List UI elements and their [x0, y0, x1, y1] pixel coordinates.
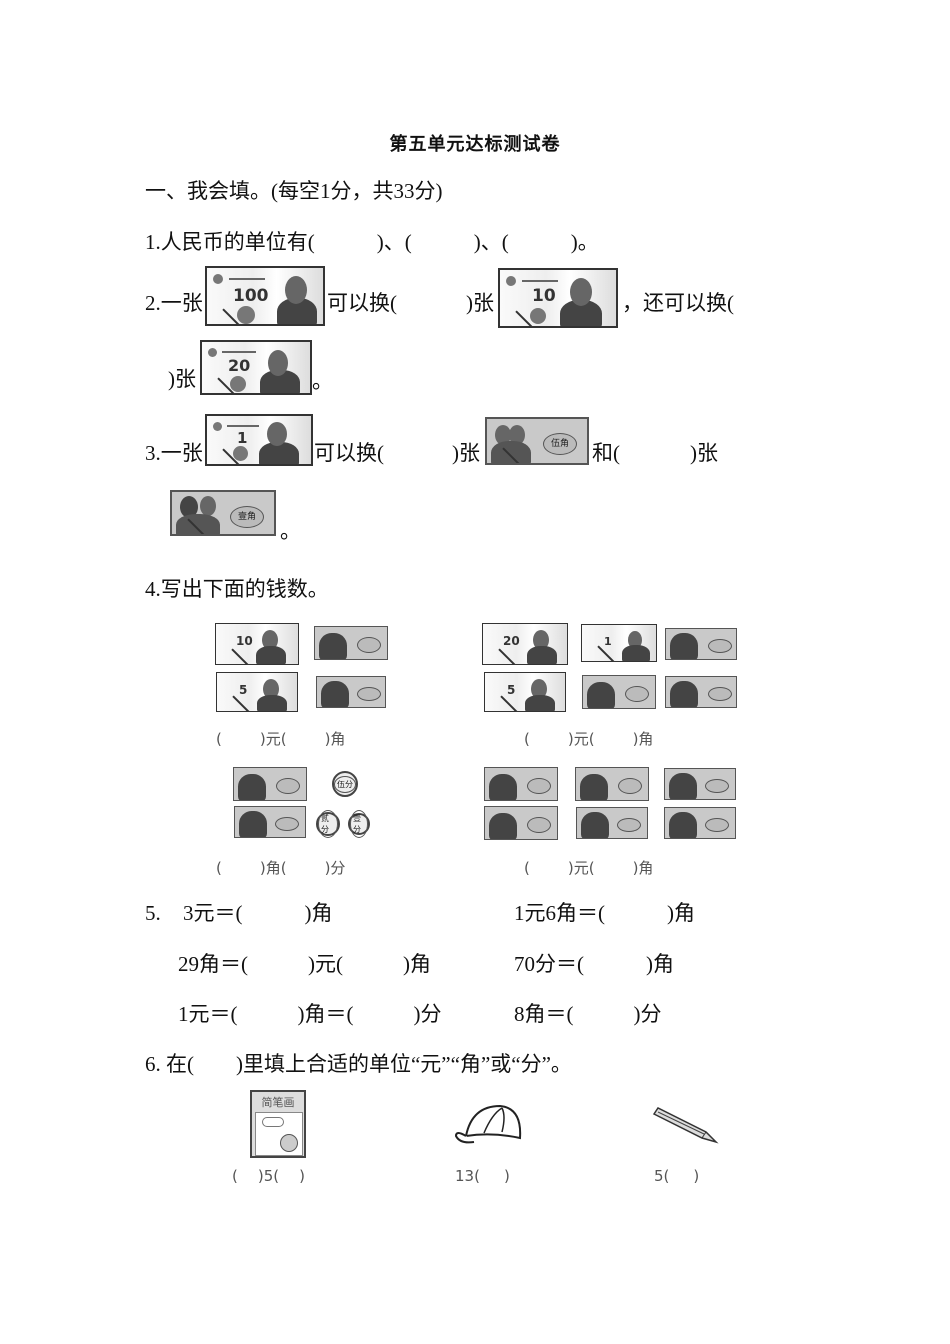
- q2-mid3: ，还可以换(: [622, 291, 734, 315]
- answer-blank[interactable]: [625, 440, 685, 466]
- q3-mid1: 可以换(: [314, 441, 384, 465]
- banknote-1-jiao-icon: 壹角: [170, 490, 276, 536]
- q4-title: 4.写出下面的钱数。: [145, 577, 329, 601]
- coin-5-fen-icon: 伍分: [332, 771, 358, 797]
- book-icon: 简笔画: [250, 1090, 306, 1158]
- banknote-20-yuan-icon: 20: [200, 340, 312, 395]
- q2-line2-prefix: )张: [168, 367, 196, 391]
- section-heading: 一、我会填。(每空1分，共33分): [145, 179, 443, 203]
- q1-sep: )、(: [376, 230, 412, 254]
- q3-mid4: )张: [690, 441, 718, 465]
- q2-mid1: 可以换(: [327, 291, 397, 315]
- banknote-5-yuan-icon: 5: [216, 672, 298, 712]
- answer-blank[interactable]: [400, 290, 465, 316]
- coin-1-fen-icon: 壹分: [348, 810, 370, 838]
- banknote-1-jiao-icon: [664, 807, 736, 839]
- banknote-5-jiao-icon: [575, 767, 649, 801]
- q5-item-5: 1元＝()角＝()分: [178, 1002, 442, 1026]
- q5-item-4: 70分＝()角: [514, 952, 674, 976]
- banknote-1-jiao-icon: [316, 676, 386, 708]
- q3-end: 。: [280, 519, 301, 543]
- q1-text: 1.人民币的单位有(: [145, 230, 315, 254]
- q6-text: 6. 在( )里填上合适的单位“元”“角”或“分”。: [145, 1052, 572, 1076]
- q3-prefix: 3.一张: [145, 441, 203, 465]
- q5-item-2: 1元6角＝()角: [514, 901, 695, 925]
- coin-2-fen-icon: 贰分: [316, 810, 340, 838]
- q5-item-1: 3元＝()角: [183, 901, 333, 925]
- q6-answer-book: ()5(): [232, 1167, 305, 1185]
- q1-sep: )、(: [473, 230, 509, 254]
- banknote-5-jiao-icon: [484, 806, 558, 840]
- q2-end: 。: [312, 369, 333, 393]
- banknote-5-jiao-icon: [233, 767, 307, 801]
- banknote-1-jiao-icon: [234, 806, 306, 838]
- banknote-10-yuan-icon: 10: [498, 268, 618, 328]
- q1-end: )。: [570, 230, 599, 254]
- banknote-1-jiao-icon: [576, 807, 648, 839]
- banknote-100-yuan-icon: 100: [205, 266, 325, 326]
- banknote-10-yuan-icon: 10: [215, 623, 299, 665]
- q6-answer-pencil: 5(): [654, 1167, 700, 1185]
- answer-blank[interactable]: [390, 440, 450, 466]
- q5-number: 5.: [145, 901, 161, 925]
- q2-mid2: )张: [466, 291, 494, 315]
- banknote-20-yuan-icon: 20: [482, 623, 568, 665]
- banknote-5-yuan-icon: 5: [484, 672, 566, 712]
- banknote-5-jiao-icon: [314, 626, 388, 660]
- q6-answer-cap: 13(): [455, 1167, 510, 1185]
- page-title: 第五单元达标测试卷: [389, 134, 561, 155]
- banknote-5-jiao-icon: 伍角: [485, 417, 589, 465]
- q4-answer-1: ()元()角: [216, 730, 346, 748]
- banknote-1-yuan-icon: 1: [205, 414, 313, 466]
- q5-item-6: 8角＝()分: [514, 1002, 662, 1026]
- q5-item-3: 29角＝()元()角: [178, 952, 431, 976]
- q3-mid3: 和(: [592, 441, 620, 465]
- book-title: 简笔画: [261, 1096, 295, 1109]
- pencil-icon: [650, 1106, 720, 1146]
- q3-mid2: )张: [452, 441, 480, 465]
- question-1: 1.人民币的单位有( )、( )、( )。: [145, 229, 599, 255]
- q4-answer-3: ()角()分: [216, 859, 346, 877]
- banknote-1-jiao-icon: [665, 628, 737, 660]
- q4-answer-4: ()元()角: [524, 859, 654, 877]
- banknote-1-jiao-icon: [664, 768, 736, 800]
- q4-answer-2: ()元()角: [524, 730, 654, 748]
- banknote-5-jiao-icon: [582, 675, 656, 709]
- banknote-1-jiao-icon: [665, 676, 737, 708]
- q2-prefix: 2.一张: [145, 291, 203, 315]
- banknote-1-yuan-icon: 1: [581, 624, 657, 662]
- banknote-5-jiao-icon: [484, 767, 558, 801]
- cap-icon: [452, 1102, 526, 1148]
